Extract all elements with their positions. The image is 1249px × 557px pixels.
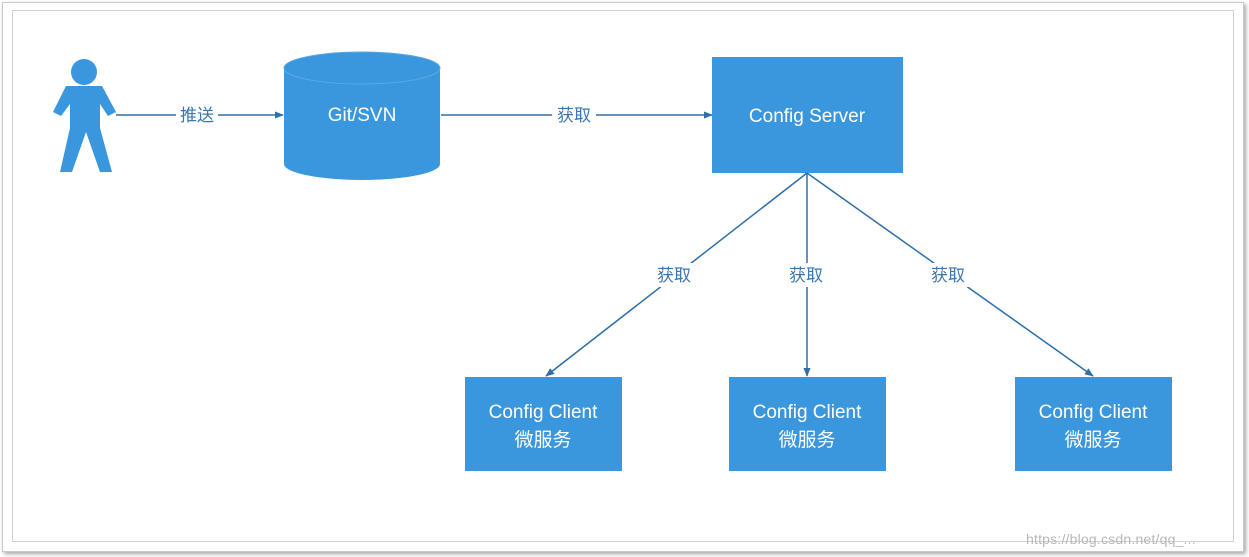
microservice-label: 微服务 — [514, 429, 571, 451]
edge-push: 推送 — [116, 104, 284, 126]
edge-label-push: 推送 — [180, 106, 214, 125]
edge-fetch-client-3: 获取 — [806, 172, 1094, 377]
config-client-node-2: Config Client 微服务 — [729, 377, 886, 471]
config-client-label: Config Client — [753, 402, 862, 423]
edge-label-fetch-client-3: 获取 — [931, 266, 965, 285]
config-client-label: Config Client — [1039, 402, 1148, 423]
microservice-label: 微服务 — [778, 429, 835, 451]
config-client-node-3: Config Client 微服务 — [1015, 377, 1172, 471]
edge-label-fetch-server: 获取 — [557, 106, 591, 125]
repository-label: Git/SVN — [328, 105, 397, 126]
edge-fetch-server: 获取 — [441, 104, 713, 126]
config-server-label: Config Server — [749, 106, 866, 127]
config-server-node: Config Server — [712, 57, 903, 173]
config-client-label: Config Client — [489, 402, 598, 423]
repository-node: Git/SVN — [283, 51, 441, 180]
config-client-node-1: Config Client 微服务 — [465, 377, 622, 471]
edge-fetch-client-1: 获取 — [545, 172, 808, 377]
edge-label-fetch-client-2: 获取 — [789, 266, 823, 285]
watermark: https://blog.csdn.net/qq_... — [1026, 531, 1196, 547]
microservice-label: 微服务 — [1064, 429, 1121, 451]
edge-fetch-client-2: 获取 — [784, 173, 830, 377]
person-icon — [53, 59, 116, 172]
edge-label-fetch-client-1: 获取 — [657, 266, 691, 285]
